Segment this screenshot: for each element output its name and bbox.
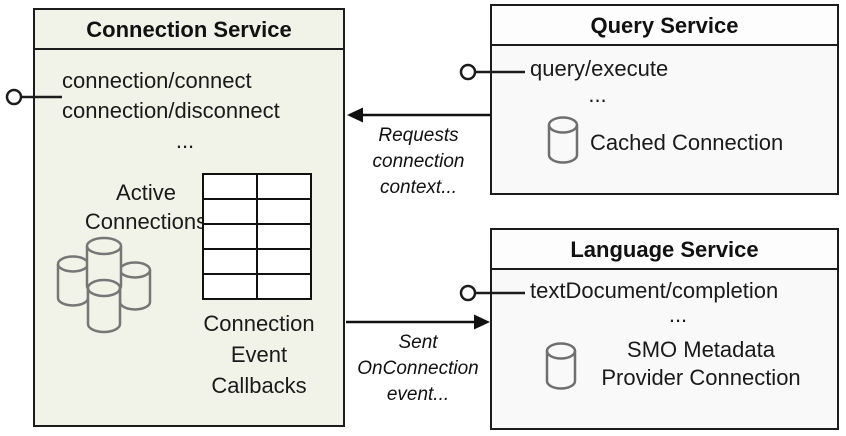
connection-service-body: connection/connect connection/disconnect…: [35, 50, 343, 425]
metadata-provider-database-icon: [545, 342, 577, 390]
methods-ellipsis: ...: [175, 128, 195, 153]
callback-table-cell: [257, 224, 311, 249]
query-service-box: Query Service query/execute ... Cached C…: [490, 4, 839, 195]
callback-table-cell: [257, 274, 311, 299]
active-connections-databases-icon: [56, 236, 152, 334]
cached-connection-label: Cached Connection: [590, 130, 784, 155]
callback-table-cell: [257, 199, 311, 224]
language-service-body: textDocument/completion ... SMO Metadata…: [492, 270, 837, 426]
callback-table-cell: [203, 249, 257, 274]
language-service-box: Language Service textDocument/completion…: [490, 228, 839, 430]
active-connections-label: Active Connections: [84, 180, 208, 234]
method-connect: connection/connect: [62, 68, 252, 93]
connection-service-box: Connection Service connection/connect co…: [33, 8, 345, 427]
metadata-provider-label: SMO Metadata Provider Connection: [601, 337, 801, 390]
method-textdocument-completion: textDocument/completion: [530, 278, 779, 303]
sent-onconnection-event-label: Sent OnConnection event...: [357, 332, 479, 405]
method-query-execute: query/execute: [530, 56, 669, 81]
connection-methods: connection/connect connection/disconnect…: [62, 66, 308, 156]
callback-table-cell: [203, 274, 257, 299]
query-ellipsis: ...: [588, 82, 607, 107]
method-disconnect: connection/disconnect: [62, 98, 280, 123]
callbacks-label: Connection Event Callbacks: [203, 311, 315, 398]
callback-table: [202, 173, 312, 300]
requests-connection-arrow: [347, 107, 490, 123]
callback-table-cell: [203, 224, 257, 249]
query-service-body: query/execute ... Cached Connection: [492, 46, 837, 191]
callback-table-cell: [257, 174, 311, 199]
callback-table-cell: [203, 174, 257, 199]
cached-connection-database-icon: [547, 116, 579, 164]
callback-table-cell: [257, 249, 311, 274]
connection-service-title: Connection Service: [35, 10, 343, 50]
language-service-title: Language Service: [492, 230, 837, 270]
requests-connection-context-label: Requests connection context...: [372, 125, 465, 198]
language-ellipsis: ...: [668, 302, 688, 327]
sent-onconnection-arrow: [346, 314, 490, 330]
callback-table-cell: [203, 199, 257, 224]
query-service-title: Query Service: [492, 6, 837, 46]
